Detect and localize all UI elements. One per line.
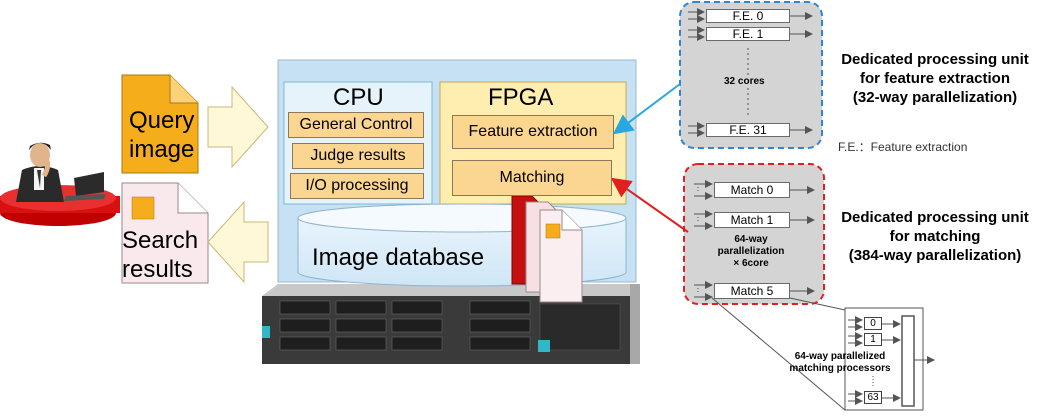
cpu-item-general-control: General Control [288, 112, 424, 138]
search-results-label: Search results [122, 226, 198, 284]
fe-unit-1: F.E. 1 [706, 27, 790, 41]
processors-label-line-1: 64-way parallelized [794, 351, 886, 362]
processors-label: 64-way parallelized matching processors [770, 351, 910, 375]
search-results-document-icon [121, 182, 209, 284]
query-image-label: Query image [129, 106, 194, 164]
query-line-2: image [129, 136, 195, 163]
fpga-item-feature-extraction: Feature extraction [452, 115, 614, 149]
fe-cores-label: 32 cores [722, 76, 767, 87]
fpga-title: FPGA [488, 84, 554, 111]
match-unit-5: Match 5 [714, 283, 790, 299]
search-line-1: Search [122, 227, 199, 254]
cpu-item-io-processing: I/O processing [290, 173, 424, 199]
match-parallel-line-2: parallelization [717, 246, 785, 257]
match-parallel-line-1: 64-way [734, 234, 768, 245]
fe-title-line-3: (32-way parallelization) [852, 89, 1018, 106]
match-connector-arrow [610, 177, 689, 233]
query-line-1: Query [129, 107, 195, 134]
query-image-document-icon [121, 74, 199, 174]
server-hardware-icon [262, 284, 640, 364]
match-unit-1: Match 1 [714, 212, 790, 228]
match-unit-title: Dedicated processing unit for matching (… [828, 208, 1042, 265]
fe-title-line-2: for feature extraction [859, 70, 1011, 87]
search-line-2: results [122, 256, 193, 283]
output-arrow-icon [207, 200, 269, 284]
match-parallel-label: 64-way parallelization × 6core [694, 234, 808, 270]
fe-unit-title: Dedicated processing unit for feature ex… [828, 50, 1042, 107]
cpu-item-judge-results: Judge results [292, 143, 424, 169]
input-arrow-icon [207, 85, 269, 169]
fe-abbrev-note: F.E.：Feature extraction [838, 140, 968, 154]
match-unit-region [683, 163, 825, 305]
match-title-line-2: for matching [889, 228, 981, 245]
image-database-label: Image database [312, 244, 485, 271]
match-unit-0: Match 0 [714, 182, 790, 198]
processors-label-line-2: matching processors [789, 363, 891, 374]
processor-63: 63 [864, 391, 882, 404]
processor-1: 1 [864, 333, 882, 346]
fpga-item-matching: Matching [452, 160, 612, 196]
fe-connector-arrow [612, 83, 681, 135]
match-title-line-3: (384-way parallelization) [848, 247, 1022, 264]
person-at-desk-icon [0, 142, 120, 226]
processors-merge-bar [901, 315, 915, 407]
match-title-line-1: Dedicated processing unit [841, 209, 1029, 226]
cpu-title: CPU [333, 84, 384, 111]
stacked-documents-icon [511, 195, 583, 303]
match-parallel-line-3: × 6core [733, 258, 769, 269]
fe-unit-31: F.E. 31 [706, 123, 790, 137]
fe-title-line-1: Dedicated processing unit [841, 51, 1029, 68]
fe-unit-0: F.E. 0 [706, 9, 790, 23]
processor-0: 0 [864, 317, 882, 330]
